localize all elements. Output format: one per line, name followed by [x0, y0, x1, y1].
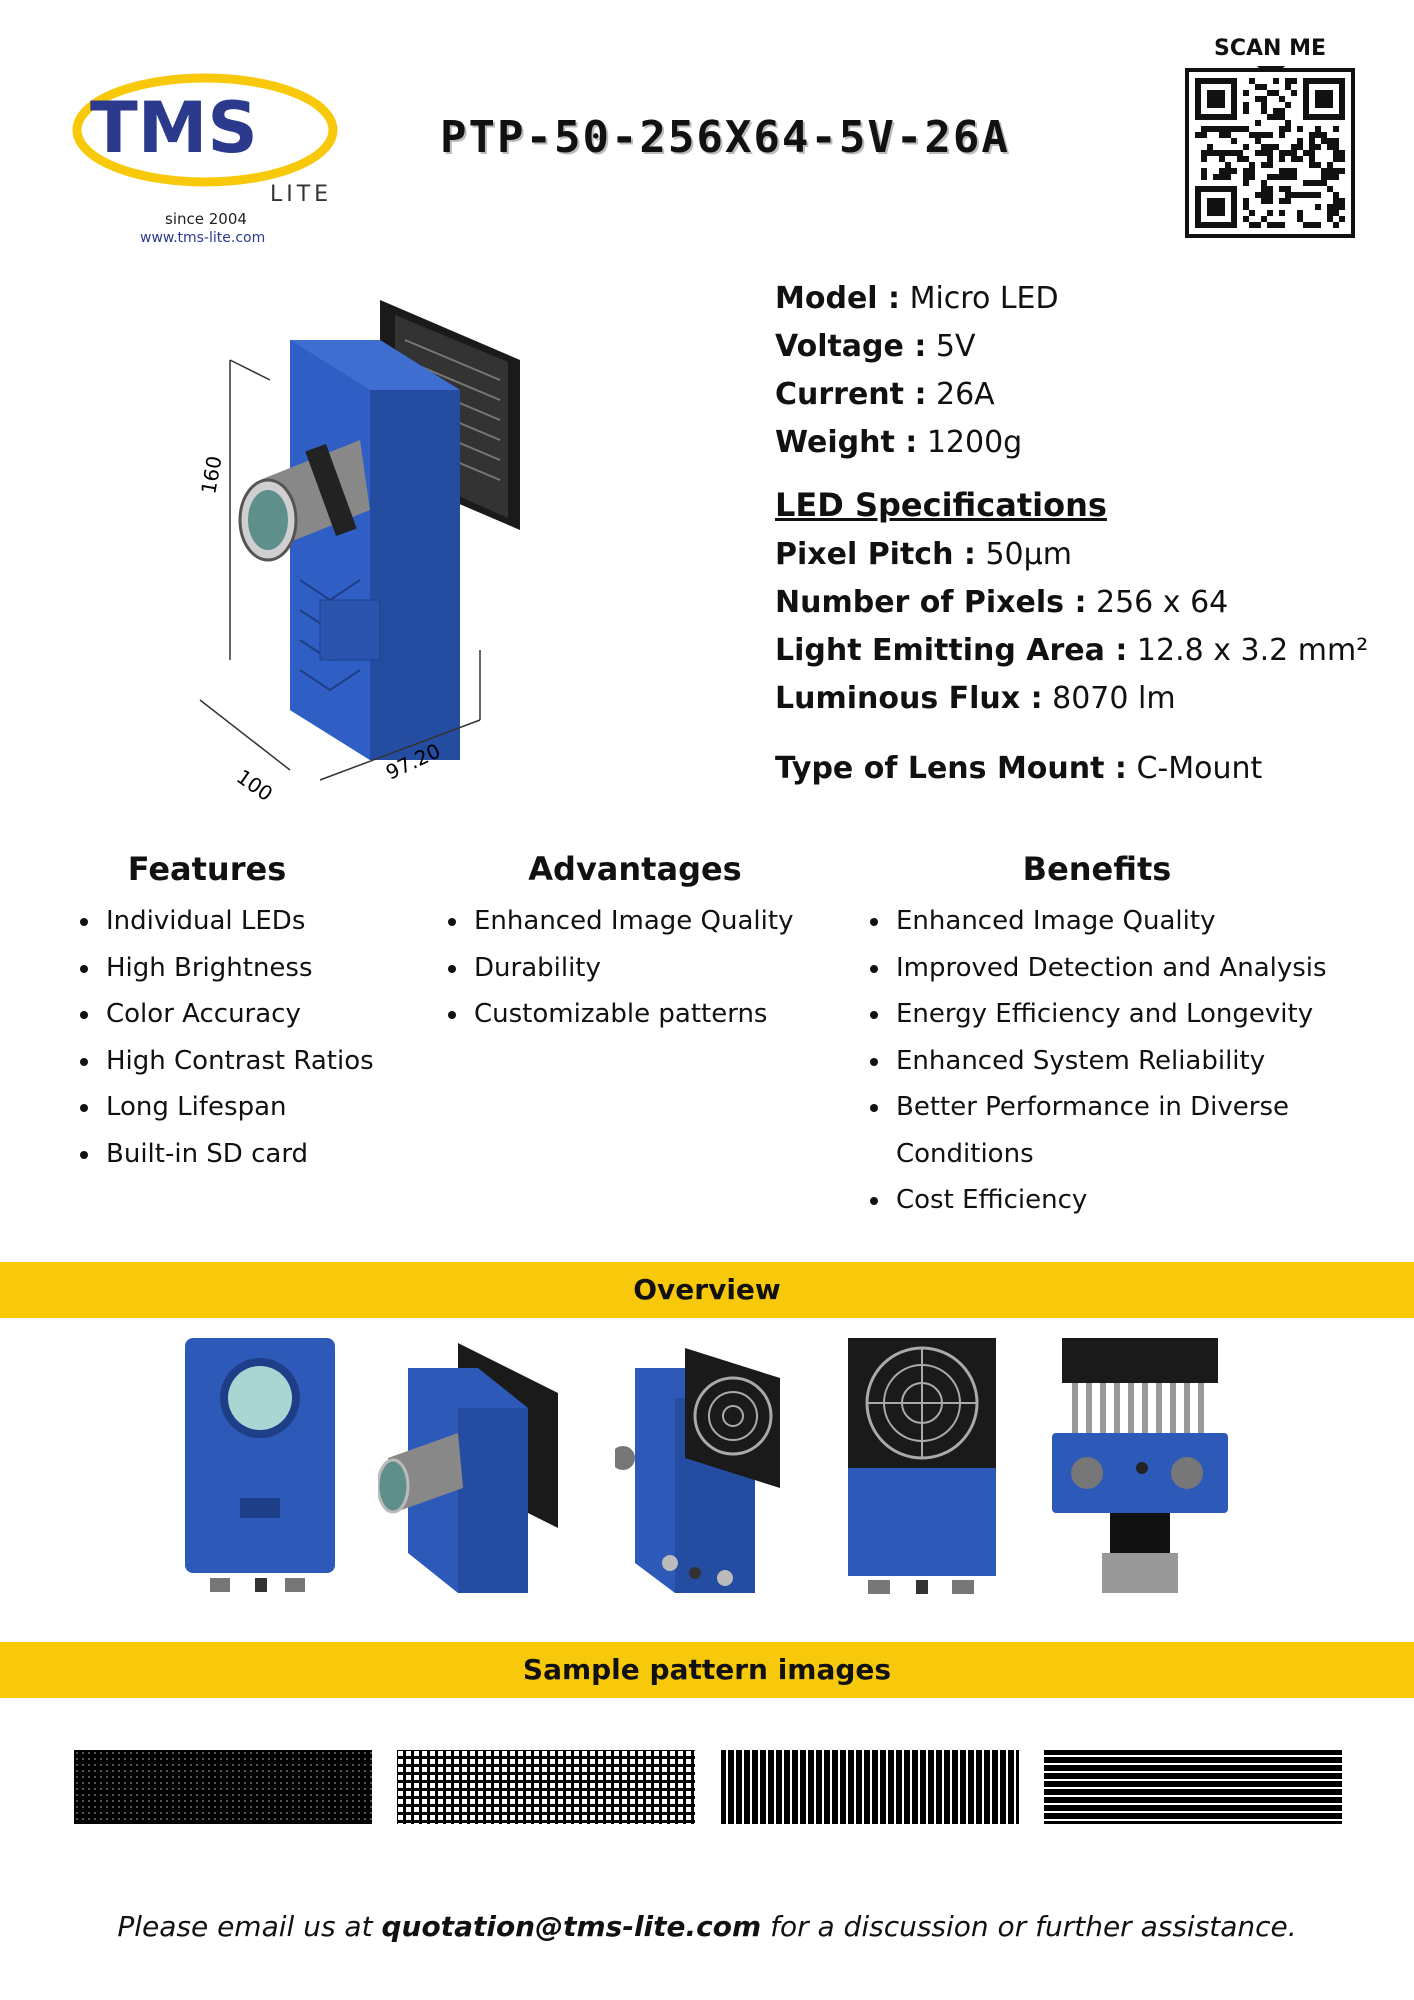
spec-weight: Weight : 1200g: [775, 425, 1023, 460]
list-item: Enhanced Image Quality: [892, 898, 1382, 945]
overview-image-top: [1052, 1338, 1228, 1608]
dimension-height-label: 160: [196, 454, 226, 496]
overview-image-iso-left: [378, 1338, 578, 1608]
footer-contact: Please email us at quotation@tms-lite.co…: [117, 1910, 1297, 1943]
spec-model: Model : Micro LED: [775, 281, 1059, 316]
logo-text: TMS: [90, 87, 258, 169]
qr-code-icon: [1195, 78, 1345, 228]
list-item: Individual LEDs: [102, 898, 412, 945]
spec-current: Current : 26A: [775, 377, 995, 412]
website-link[interactable]: www.tms-lite.com: [140, 230, 266, 246]
overview-image-front: [185, 1338, 335, 1608]
spec-list: Model : Micro LED Voltage : 5V Current :…: [775, 275, 1395, 793]
list-item: Built-in SD card: [102, 1131, 412, 1178]
logo-sub: LITE: [270, 182, 333, 207]
samples-heading: Sample pattern images: [0, 1642, 1414, 1698]
list-item: Cost Efficiency: [892, 1177, 1382, 1224]
benefits-list: Enhanced Image QualityImproved Detection…: [862, 898, 1382, 1224]
dimension-width-label: 100: [232, 764, 277, 806]
sample-pattern-vertical-lines: [721, 1750, 1019, 1824]
features-section: Features Individual LEDsHigh BrightnessC…: [72, 850, 412, 1177]
spec-pixel-pitch: Pixel Pitch : 50µm: [775, 537, 1072, 572]
spec-flux: Luminous Flux : 8070 lm: [775, 681, 1176, 716]
list-item: Enhanced Image Quality: [470, 898, 830, 945]
benefits-section: Benefits Enhanced Image QualityImproved …: [862, 850, 1382, 1224]
features-heading: Features: [127, 850, 287, 888]
overview-heading: Overview: [0, 1262, 1414, 1318]
sample-pattern-dots: [74, 1750, 372, 1824]
features-list: Individual LEDsHigh BrightnessColor Accu…: [72, 898, 412, 1177]
page-title: PTP-50-256X64-5V-26A: [440, 112, 1010, 163]
advantages-section: Advantages Enhanced Image QualityDurabil…: [440, 850, 830, 1038]
list-item: High Contrast Ratios: [102, 1038, 412, 1085]
advantages-heading: Advantages: [528, 850, 742, 888]
spec-voltage: Voltage : 5V: [775, 329, 976, 364]
logo-ellipse-icon: TMS: [72, 73, 338, 187]
list-item: Better Performance in Diverse Conditions: [892, 1084, 1382, 1177]
list-item: Durability: [470, 945, 830, 992]
brand-logo: TMS LITE since 2004 www.tms-lite.com: [70, 70, 350, 250]
qr-code[interactable]: [1185, 68, 1355, 238]
list-item: Customizable patterns: [470, 991, 830, 1038]
sample-pattern-grid: [397, 1750, 695, 1824]
overview-image-back: [848, 1338, 996, 1608]
contact-email-link[interactable]: quotation@tms-lite.com: [381, 1910, 762, 1943]
list-item: Improved Detection and Analysis: [892, 945, 1382, 992]
advantages-list: Enhanced Image QualityDurabilityCustomiz…: [440, 898, 830, 1038]
list-item: High Brightness: [102, 945, 412, 992]
list-item: Color Accuracy: [102, 991, 412, 1038]
list-item: Enhanced System Reliability: [892, 1038, 1382, 1085]
since-text: since 2004: [165, 210, 247, 228]
benefits-heading: Benefits: [1022, 850, 1172, 888]
spec-pixels: Number of Pixels : 256 x 64: [775, 585, 1229, 620]
spec-area: Light Emitting Area : 12.8 x 3.2 mm²: [775, 633, 1369, 668]
led-spec-heading: LED Specifications: [775, 486, 1107, 524]
product-drawing: 160 100 97.20: [190, 280, 590, 820]
list-item: Long Lifespan: [102, 1084, 412, 1131]
overview-image-iso-right: [615, 1338, 795, 1608]
spec-lens-mount: Type of Lens Mount : C-Mount: [775, 751, 1263, 786]
list-item: Energy Efficiency and Longevity: [892, 991, 1382, 1038]
scan-me-label: SCAN ME: [1213, 36, 1326, 61]
sample-pattern-horizontal-lines: [1044, 1750, 1342, 1824]
